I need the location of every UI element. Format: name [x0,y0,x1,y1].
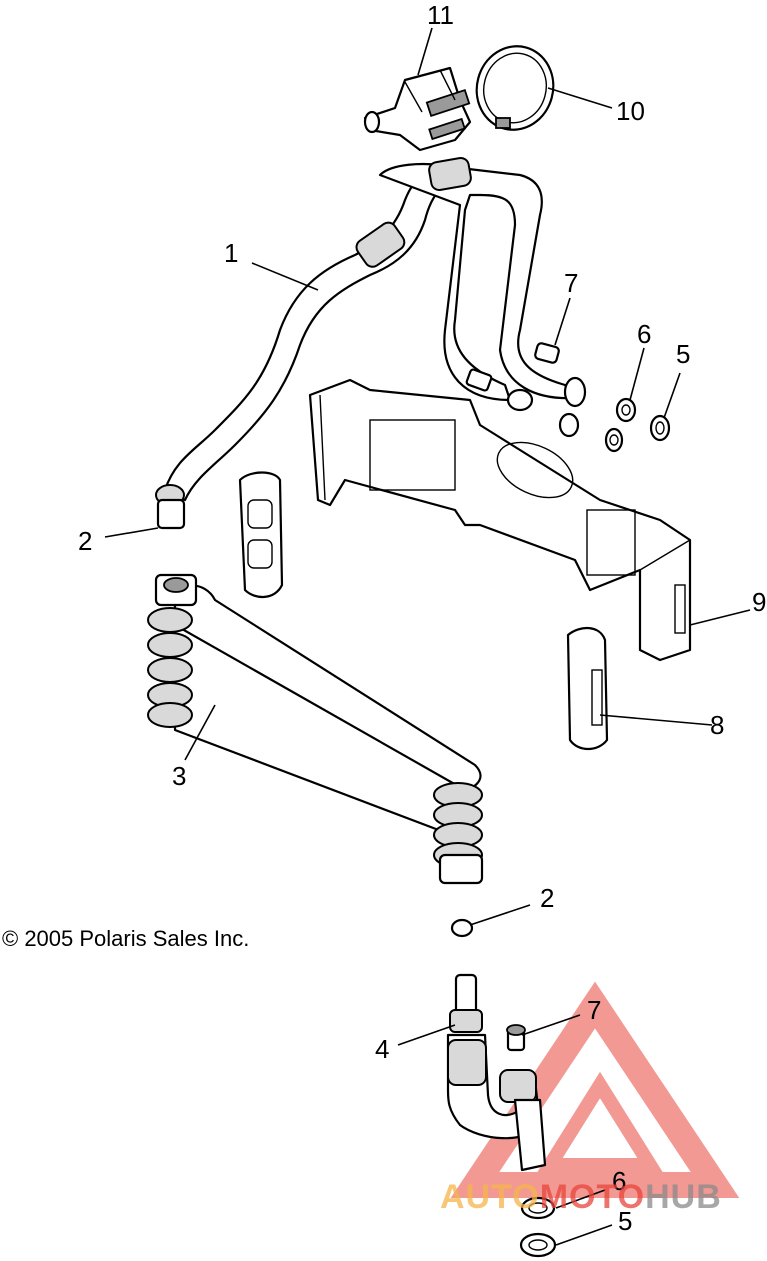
part-8-rubber-clip [566,627,609,751]
part-9-mounting-bracket [308,378,692,662]
part-3-oil-cooler [147,573,484,885]
callout-7: 7 [564,268,578,298]
callout-2: 2 [78,526,92,556]
part-6-seal-lower [520,1196,556,1220]
callout-10: 10 [616,96,645,126]
o-ring-upper [558,412,580,438]
callout-3: 3 [172,761,186,791]
rubber-clip-left [238,471,284,598]
callout-7b: 7 [587,995,601,1025]
callout-4: 4 [375,1034,389,1064]
callout-8: 8 [710,710,724,740]
part-5-washer-lower [519,1232,557,1258]
watermark-text: AUTOMOTOHUB [440,1178,722,1216]
watermark-hub: HUB [645,1178,722,1216]
part-1-upper-hose [155,157,587,530]
copyright-text: © 2005 Polaris Sales Inc. [2,926,249,951]
callout-1: 1 [224,238,238,268]
leader-lines [104,27,751,1246]
part-4-lower-hose [446,973,547,1172]
part-2-o-ring-lower [450,918,474,938]
part-10-clamp-ring [475,45,555,131]
callout-labels: 11 10 1 7 6 5 2 9 8 3 2 4 7 6 5 [78,0,766,1236]
callout-2b: 2 [540,883,554,913]
callout-5b: 5 [618,1206,632,1236]
callout-6: 6 [637,319,651,349]
callout-5: 5 [676,339,690,369]
watermark-auto: AUTO [440,1178,540,1216]
watermark-moto: MOTO [540,1178,645,1216]
part-11-valve-body [363,66,472,152]
callout-11: 11 [427,0,454,30]
part-7-fitting-lower [506,1024,526,1052]
svg-text:AUTOMOTOHUB: AUTOMOTOHUB [440,1178,722,1216]
callout-9: 9 [752,587,766,617]
callout-6b: 6 [612,1166,626,1196]
part-6-seal-upper [604,397,637,453]
part-7-fitting [534,342,560,364]
part-5-washer-upper [649,414,671,442]
cooler-fins-left [147,607,193,728]
